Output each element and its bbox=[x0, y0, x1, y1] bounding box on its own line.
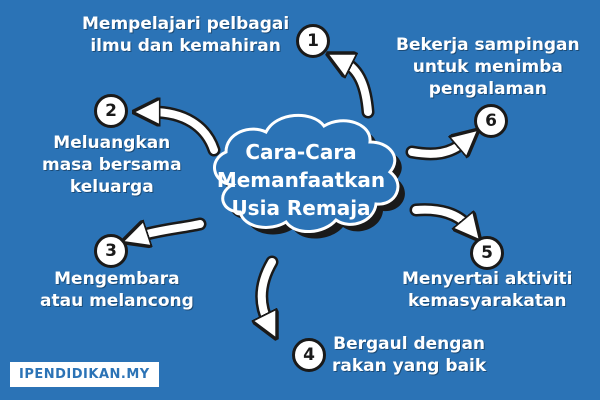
item-1-line: ilmu dan kemahiran bbox=[90, 36, 281, 56]
center-title-line: Cara-Cara bbox=[245, 140, 357, 164]
item-2-line: Meluangkan bbox=[53, 133, 171, 153]
item-1-line: Mempelajari pelbagai bbox=[82, 14, 290, 34]
item-3-line: Mengembara bbox=[54, 269, 180, 289]
item-4-line: rakan yang baik bbox=[332, 356, 487, 376]
item-4-label: Bergaul dengan rakan yang baik bbox=[332, 333, 486, 377]
arrow-to-item-1 bbox=[344, 62, 375, 119]
cloud-shape bbox=[213, 113, 405, 239]
number-badge-2: 2 bbox=[94, 94, 128, 128]
center-title: Cara-Cara Memanfaatkan Usia Remaja bbox=[206, 138, 396, 222]
arrow-to-item-5 bbox=[409, 203, 468, 226]
item-2-line: keluarga bbox=[69, 177, 154, 197]
item-3-label: Mengembara atau melancong bbox=[40, 268, 194, 312]
item-6-line: pengalaman bbox=[428, 79, 547, 99]
number-badge-1: 1 bbox=[296, 24, 330, 58]
item-5-label: Menyertai aktiviti kemasyarakatan bbox=[402, 268, 572, 312]
number-badge-5: 5 bbox=[470, 236, 504, 270]
brand-watermark: IPENDIDIKAN.MY bbox=[10, 362, 159, 387]
arrow-to-item-2 bbox=[152, 112, 221, 157]
item-6-label: Bekerja sampingan untuk menimba pengalam… bbox=[396, 34, 580, 100]
number-badge-4: 4 bbox=[292, 338, 326, 372]
item-5-line: Menyertai aktiviti bbox=[402, 269, 573, 289]
number-badge-3: 3 bbox=[94, 234, 128, 268]
center-title-line: Usia Remaja bbox=[231, 196, 371, 220]
item-1-label: Mempelajari pelbagai ilmu dan kemahiran bbox=[82, 13, 289, 57]
arrow-to-item-6 bbox=[405, 142, 464, 161]
item-2-label: Meluangkan masa bersama keluarga bbox=[42, 132, 182, 198]
item-2-line: masa bersama bbox=[42, 155, 182, 175]
item-5-line: kemasyarakatan bbox=[407, 291, 567, 311]
item-6-line: Bekerja sampingan bbox=[396, 35, 580, 55]
center-title-line: Memanfaatkan bbox=[216, 168, 386, 192]
item-4-line: Bergaul dengan bbox=[333, 334, 486, 354]
arrow-to-item-3 bbox=[140, 217, 207, 236]
number-badge-6: 6 bbox=[474, 104, 508, 138]
arrow-to-item-4 bbox=[262, 255, 272, 322]
item-6-line: untuk menimba bbox=[412, 57, 563, 77]
item-3-line: atau melancong bbox=[40, 291, 194, 311]
